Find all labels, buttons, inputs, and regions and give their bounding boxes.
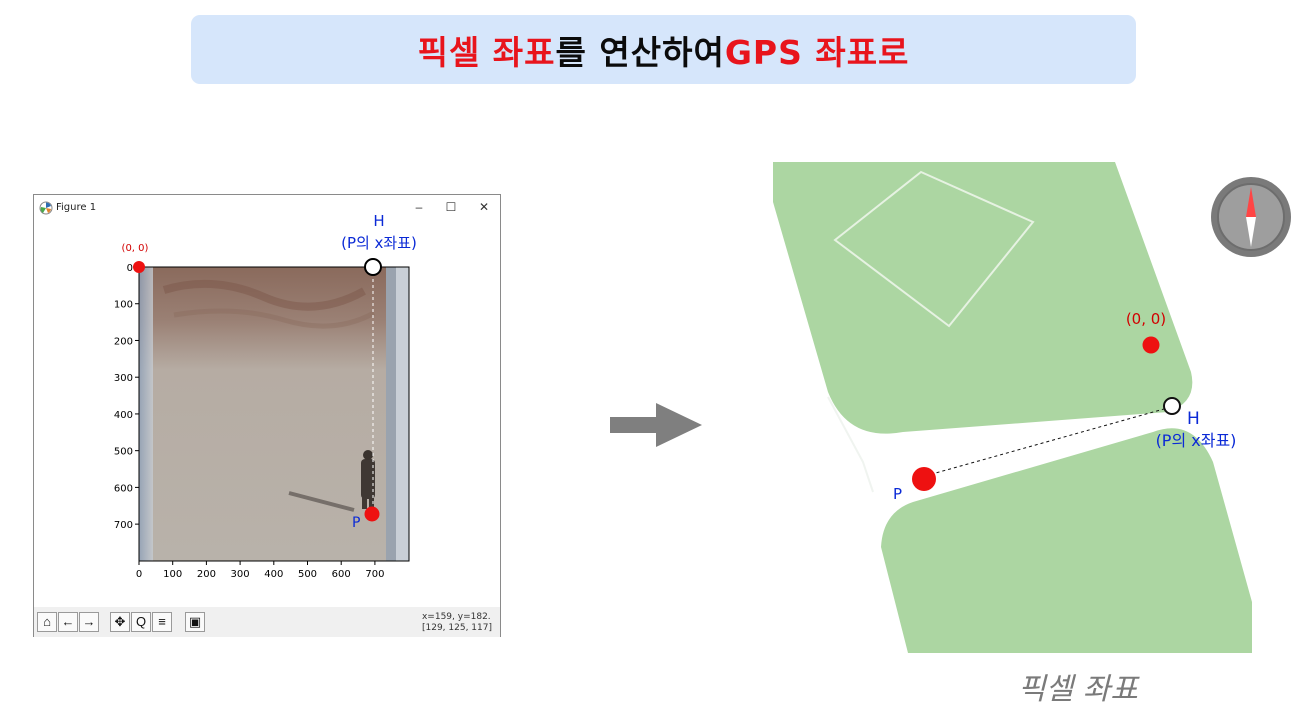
x-tick-label: 100 <box>163 569 182 580</box>
plot-canvas[interactable]: 0 100 200 300 400 500 600 700 0 100 200 300 400 500 60… <box>34 195 500 607</box>
y-tick-label: 0 <box>127 263 133 274</box>
forward-icon[interactable]: → <box>79 612 99 632</box>
x-tick-label: 400 <box>264 569 283 580</box>
window-title: Figure 1 <box>56 202 97 213</box>
title-part-compute: 를 연산하여 <box>555 32 725 72</box>
map-caption: 픽셀 좌표 <box>1018 672 1138 707</box>
minimize-button[interactable]: – <box>415 200 423 214</box>
h-marker <box>364 258 382 276</box>
p-marker <box>364 506 380 522</box>
cursor-status: x=159, y=182. [129, 125, 117] <box>422 612 492 634</box>
y-tick-label: 400 <box>114 410 133 421</box>
back-icon[interactable]: ← <box>58 612 78 632</box>
h-label: H <box>373 212 384 230</box>
status-pixel-value: [129, 125, 117] <box>421 623 492 633</box>
origin-label: (0, 0) <box>122 243 149 254</box>
x-tick-label: 500 <box>298 569 317 580</box>
y-tick-label: 200 <box>114 336 133 347</box>
x-tick-label: 700 <box>365 569 384 580</box>
map-p-marker <box>912 467 936 491</box>
configure-icon[interactable]: ≡ <box>152 612 172 632</box>
park-area-lower <box>881 428 1252 653</box>
y-tick-label: 500 <box>114 447 133 458</box>
x-tick-label: 200 <box>197 569 216 580</box>
x-tick-label: 300 <box>231 569 250 580</box>
h-sublabel: (P의 x좌표) <box>341 234 417 252</box>
x-tick-label: 600 <box>332 569 351 580</box>
right-arrow-icon <box>610 403 702 447</box>
y-tick-label: 300 <box>114 373 133 384</box>
axes-ticks: 0 100 200 300 400 500 600 700 0 100 200 300 400 500 60… <box>114 263 385 580</box>
compass-icon[interactable] <box>1210 176 1292 258</box>
field-outline <box>833 170 1035 328</box>
y-tick-label: 100 <box>114 300 133 311</box>
pan-icon[interactable]: ✥ <box>110 612 130 632</box>
home-icon[interactable]: ⌂ <box>37 612 57 632</box>
map-p-label: P <box>893 485 902 503</box>
camera-image <box>139 267 409 561</box>
map-h-label: H <box>1187 409 1200 429</box>
maximize-button[interactable]: ☐ <box>445 200 457 214</box>
title-part-gps: GPS 좌표로 <box>724 32 910 72</box>
p-label: P <box>352 515 360 531</box>
figure-window: Figure 1 – ☐ ✕ <box>33 194 501 637</box>
map-h-p-dashed-line <box>924 406 1172 477</box>
map-origin-marker <box>1142 336 1160 354</box>
zoom-icon[interactable]: Q <box>131 612 151 632</box>
y-tick-label: 600 <box>114 483 133 494</box>
title-part-pixel-coords: 픽셀 좌표 <box>417 32 556 72</box>
matplotlib-icon <box>39 201 53 215</box>
map-h-sublabel: (P의 x좌표) <box>1156 431 1237 450</box>
save-icon[interactable]: ▣ <box>185 612 205 632</box>
y-tick-label: 700 <box>114 520 133 531</box>
park-area-upper <box>773 162 1193 434</box>
window-titlebar[interactable]: Figure 1 – ☐ ✕ <box>34 195 500 221</box>
map-h-marker <box>1163 397 1181 415</box>
close-button[interactable]: ✕ <box>478 200 490 214</box>
status-coords: x=159, y=182. <box>421 612 491 622</box>
navigation-toolbar: ⌂ ← → ✥ Q ≡ ▣ x=159, y=182. [129, 125, 1… <box>34 607 500 637</box>
title-banner: 픽셀 좌표 를 연산하여 GPS 좌표로 <box>191 15 1136 84</box>
map-view[interactable]: (0, 0) H (P의 x좌표) P <box>773 162 1252 653</box>
map-origin-label: (0, 0) <box>1126 310 1166 328</box>
origin-marker <box>133 261 145 273</box>
x-tick-label: 0 <box>136 569 142 580</box>
